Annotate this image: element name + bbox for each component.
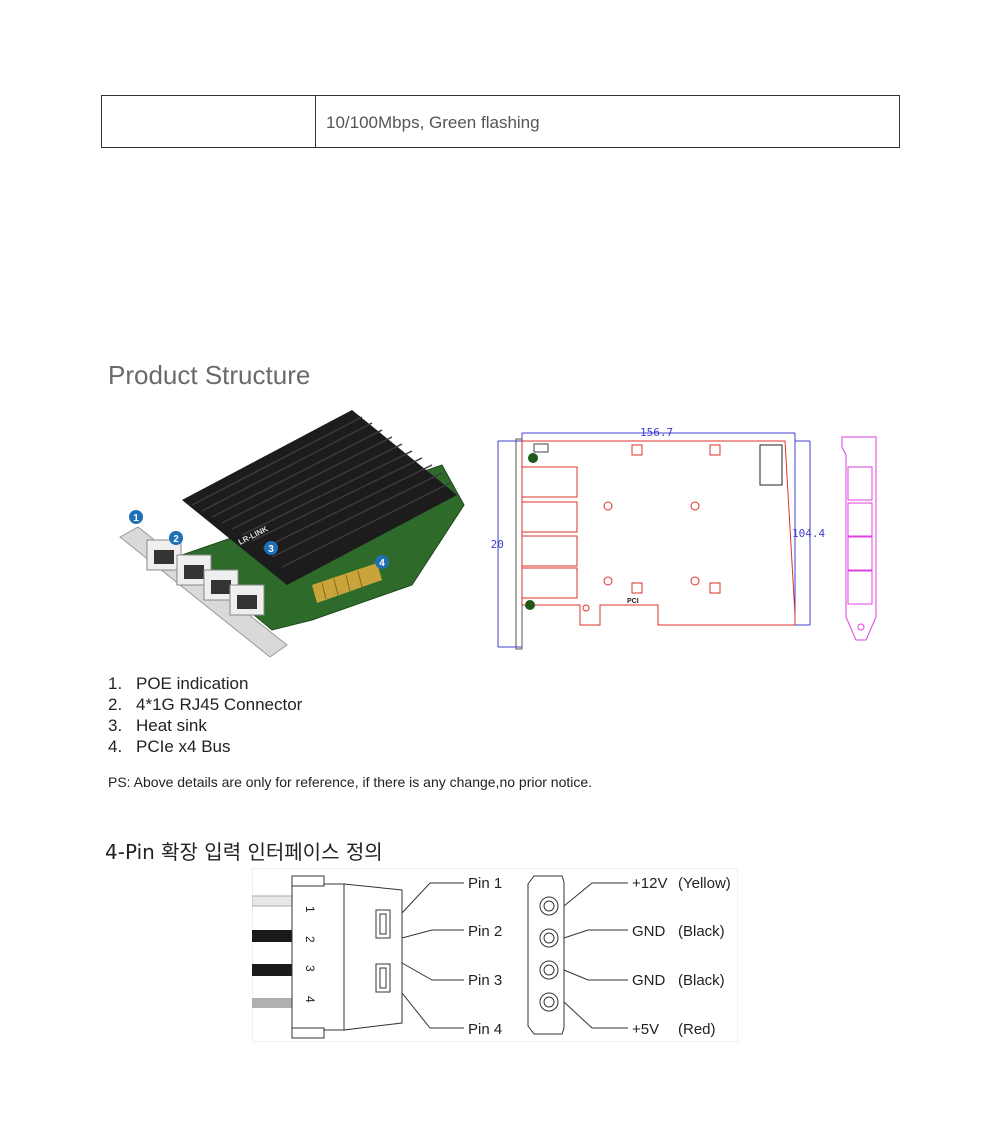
led-top — [528, 453, 538, 463]
pin-2-label: Pin 2 — [468, 923, 502, 940]
bracket-outline — [841, 436, 877, 641]
wire-number-3: 3 — [303, 965, 317, 972]
callout-2: 2 — [169, 531, 183, 545]
wires — [252, 895, 293, 1008]
pin-3-signal: GND — [632, 972, 666, 989]
pin-2-color: (Black) — [678, 923, 725, 940]
gold-fingers — [312, 563, 382, 603]
svg-text:3: 3 — [268, 544, 274, 555]
callout-4: 4 — [375, 555, 389, 569]
spec-table-value-cell: 10/100Mbps, Green flashing — [326, 113, 540, 132]
pin-4-signal: +5V — [632, 1021, 659, 1038]
height-dimension: 120 — [490, 538, 504, 551]
pin-3-label: Pin 3 — [468, 972, 502, 989]
feature-list: 1.POE indication 2.4*1G RJ45 Connector 3… — [108, 673, 302, 757]
power-connector-outline — [759, 444, 783, 486]
list-item: 4.PCIe x4 Bus — [108, 737, 231, 756]
card-photo: LR-LINK 1 2 3 4 — [119, 410, 465, 658]
disclaimer-note: PS: Above details are only for reference… — [108, 774, 593, 790]
spec-table-label-cell — [102, 96, 316, 147]
list-item: 3.Heat sink — [108, 716, 207, 735]
width-dimension: 156.7 — [640, 426, 673, 439]
wire-number-4: 4 — [303, 996, 317, 1003]
spec-table: 10/100Mbps, Green flashing — [101, 95, 900, 148]
mounting-features — [582, 444, 721, 612]
section-title: Product Structure — [108, 360, 311, 390]
svg-text:1: 1 — [133, 513, 139, 524]
socket-housing — [527, 875, 565, 1035]
technical-drawing: 156.7 120 104.4 PCI — [490, 426, 877, 650]
heat-sink: LR-LINK — [182, 410, 457, 585]
pin-section-title: 4-Pin 확장 입력 인터페이스 정의 — [105, 840, 383, 864]
board-height-dimension: 104.4 — [792, 527, 825, 540]
pin-1-color: (Yellow) — [678, 875, 731, 892]
svg-text:4: 4 — [379, 558, 385, 569]
callout-1: 1 — [129, 510, 143, 524]
pin-2-signal: GND — [632, 923, 666, 940]
pin-4-label: Pin 4 — [468, 1021, 502, 1038]
pin-diagram: 1 2 3 4 Pin 1 Pin 2 Pin 3 Pin 4 +12V (Ye… — [252, 868, 738, 1042]
list-item: 1.POE indication — [108, 674, 249, 693]
pcb-outline — [521, 440, 796, 626]
plug-housing — [291, 875, 403, 1039]
pin-3-color: (Black) — [678, 972, 725, 989]
pin-1-signal: +12V — [632, 875, 667, 892]
callout-3: 3 — [264, 541, 278, 555]
pin-4-color: (Red) — [678, 1021, 716, 1038]
list-item: 2.4*1G RJ45 Connector — [108, 695, 303, 714]
pin-1-label: Pin 1 — [468, 875, 502, 892]
pci-mark: PCI — [627, 598, 639, 605]
wire-number-1: 1 — [303, 906, 317, 913]
port-outlines — [521, 466, 578, 599]
led-bottom — [525, 600, 535, 610]
svg-text:2: 2 — [173, 534, 179, 545]
rj45-ports — [146, 539, 265, 616]
wire-number-2: 2 — [303, 936, 317, 943]
dimension-lines — [497, 432, 811, 648]
